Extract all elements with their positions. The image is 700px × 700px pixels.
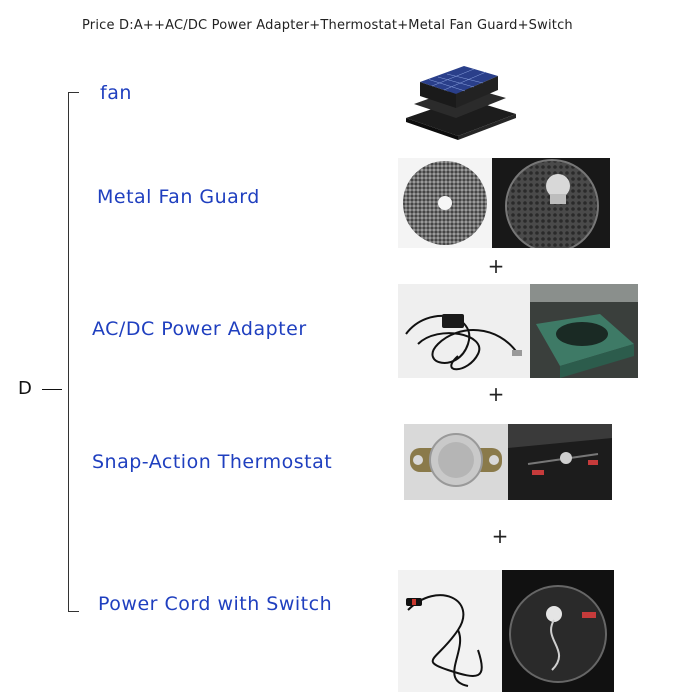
page-title: Price D:A++AC/DC Power Adapter+Thermosta… — [82, 18, 573, 33]
power-adapter-image — [398, 284, 530, 378]
solar-fan-image — [398, 52, 520, 140]
group-bracket — [68, 92, 79, 612]
item-label-power-adapter: AC/DC Power Adapter — [92, 318, 307, 340]
plus-sign-3: + — [491, 524, 509, 548]
power-cord-switch-image — [398, 570, 502, 692]
item-label-thermostat: Snap-Action Thermostat — [92, 451, 333, 473]
group-label: D — [18, 378, 32, 399]
fan-guard-installed-image — [492, 158, 610, 248]
power-cord-installed-image — [502, 570, 614, 692]
plus-sign-2: + — [487, 382, 505, 406]
item-label-power-cord: Power Cord with Switch — [98, 593, 333, 615]
plus-sign-1: + — [487, 254, 505, 278]
fan-guard-mesh-image — [398, 158, 492, 248]
item-label-fan-guard: Metal Fan Guard — [97, 186, 260, 208]
group-dash — [42, 389, 62, 390]
power-adapter-installed-image — [530, 284, 638, 378]
item-label-fan: fan — [100, 82, 132, 104]
thermostat-installed-image — [508, 424, 612, 500]
thermostat-image — [404, 424, 508, 500]
